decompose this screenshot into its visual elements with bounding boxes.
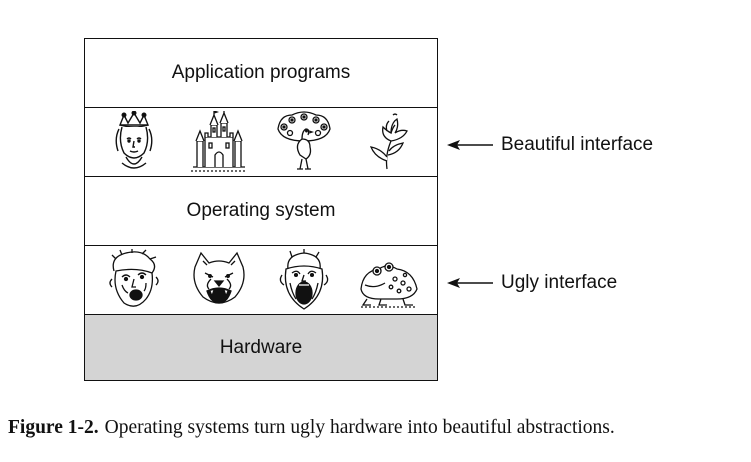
figure-caption: Figure 1-2.Operating systems turn ugly h… [8,417,748,439]
hardware-label: Hardware [219,336,303,358]
toad-icon [359,262,418,308]
queen-icon [115,111,152,169]
layer-diagram: Application programs [84,38,438,381]
snarling-beast-icon [192,251,245,304]
application-programs-label: Application programs [171,62,351,83]
application-programs-layer: Application programs [85,39,437,108]
castle-icon [190,111,247,172]
howling-face-icon [279,249,328,310]
operating-system-layer: Operating system [85,177,437,246]
peacock-icon [276,111,331,170]
caption-text: Operating systems turn ugly hardware int… [104,417,615,438]
ugly-interface-label: Ugly interface [501,272,618,293]
screaming-man-icon [108,249,159,307]
hardware-layer: Hardware [85,315,437,380]
ugly-interface-layer [85,246,437,315]
beautiful-interface-layer [85,108,437,177]
arrow-left-icon [447,278,493,288]
beautiful-interface-label: Beautiful interface [501,134,654,155]
beautiful-interface-annotation: Beautiful interface [447,134,653,156]
flower-icon [369,113,408,170]
arrow-left-icon [447,140,493,150]
operating-system-label: Operating system [186,200,336,221]
ugly-interface-annotation: Ugly interface [447,272,617,294]
figure-number: Figure 1-2. [8,417,99,438]
